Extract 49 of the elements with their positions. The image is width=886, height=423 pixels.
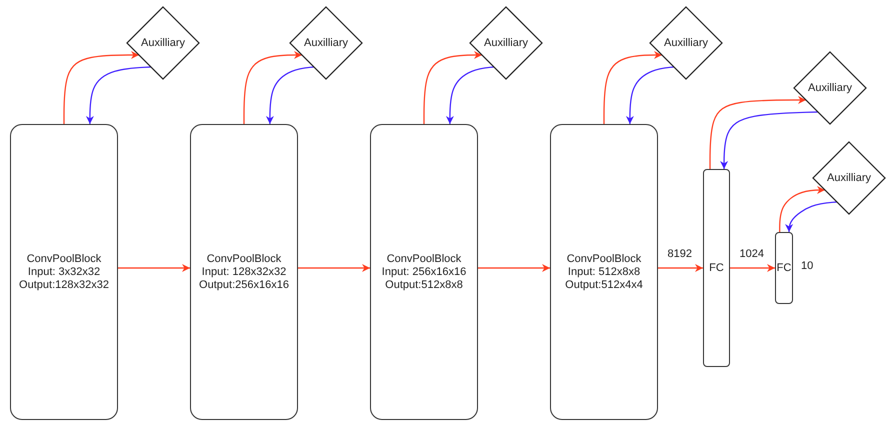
- arrow: [730, 264, 775, 272]
- shape-text: Input: 256x16x16: [382, 266, 466, 278]
- layer-block: [190, 124, 298, 420]
- arrow: [785, 201, 838, 232]
- shape-text: Output:256x16x16: [199, 278, 289, 292]
- fc-layer-box: [775, 232, 793, 304]
- node-label: FC: [709, 262, 724, 274]
- block-title: ConvPoolBlock: [26, 252, 102, 266]
- node-label: Auxilliary: [304, 36, 348, 50]
- block-title: ConvPoolBlock: [206, 252, 282, 266]
- node-label: Auxilliary: [140, 36, 185, 50]
- arrow: [298, 264, 370, 272]
- arrow: [478, 264, 550, 272]
- layer-block: [550, 124, 658, 420]
- block-title: ConvPoolBlock: [566, 252, 642, 266]
- layer-block: [370, 124, 478, 420]
- node-label: Auxilliary: [808, 82, 852, 94]
- decision-diamond: [794, 52, 866, 124]
- node-label: Auxilliary: [826, 172, 871, 184]
- arrow: [243, 51, 302, 124]
- arrow: [626, 66, 674, 124]
- arrow: [446, 66, 494, 124]
- decision-diamond: [813, 142, 885, 214]
- node-label: Auxilliary: [484, 36, 528, 50]
- layer-block: [10, 124, 118, 420]
- arrow: [63, 51, 139, 124]
- decision-diamond: [470, 7, 542, 79]
- arrow: [709, 96, 806, 169]
- shape-text: Input: 512x8x8: [568, 266, 640, 278]
- shape-text: Input: 3x32x32: [28, 266, 100, 278]
- arrow: [779, 186, 825, 232]
- arrow: [86, 66, 152, 124]
- block-title: ConvPoolBlock: [386, 252, 462, 266]
- fc-layer-box: [703, 169, 730, 367]
- node-label: Auxilliary: [664, 36, 708, 50]
- arrow: [266, 66, 314, 124]
- shape-text: Input: 128x32x32: [202, 266, 286, 278]
- arrow: [423, 51, 482, 124]
- arrow: [720, 111, 818, 169]
- arrow: [658, 264, 703, 272]
- arrow: [118, 264, 190, 272]
- shape-text: Output:512x4x4: [565, 278, 643, 292]
- shape-text: Output:128x32x32: [19, 278, 109, 292]
- node-label: FC: [776, 262, 792, 274]
- decision-diamond: [650, 7, 722, 79]
- decision-diamond: [290, 7, 362, 79]
- shape-text: Output:512x8x8: [385, 278, 463, 292]
- arrow: [603, 51, 662, 124]
- decision-diamond: [127, 7, 199, 79]
